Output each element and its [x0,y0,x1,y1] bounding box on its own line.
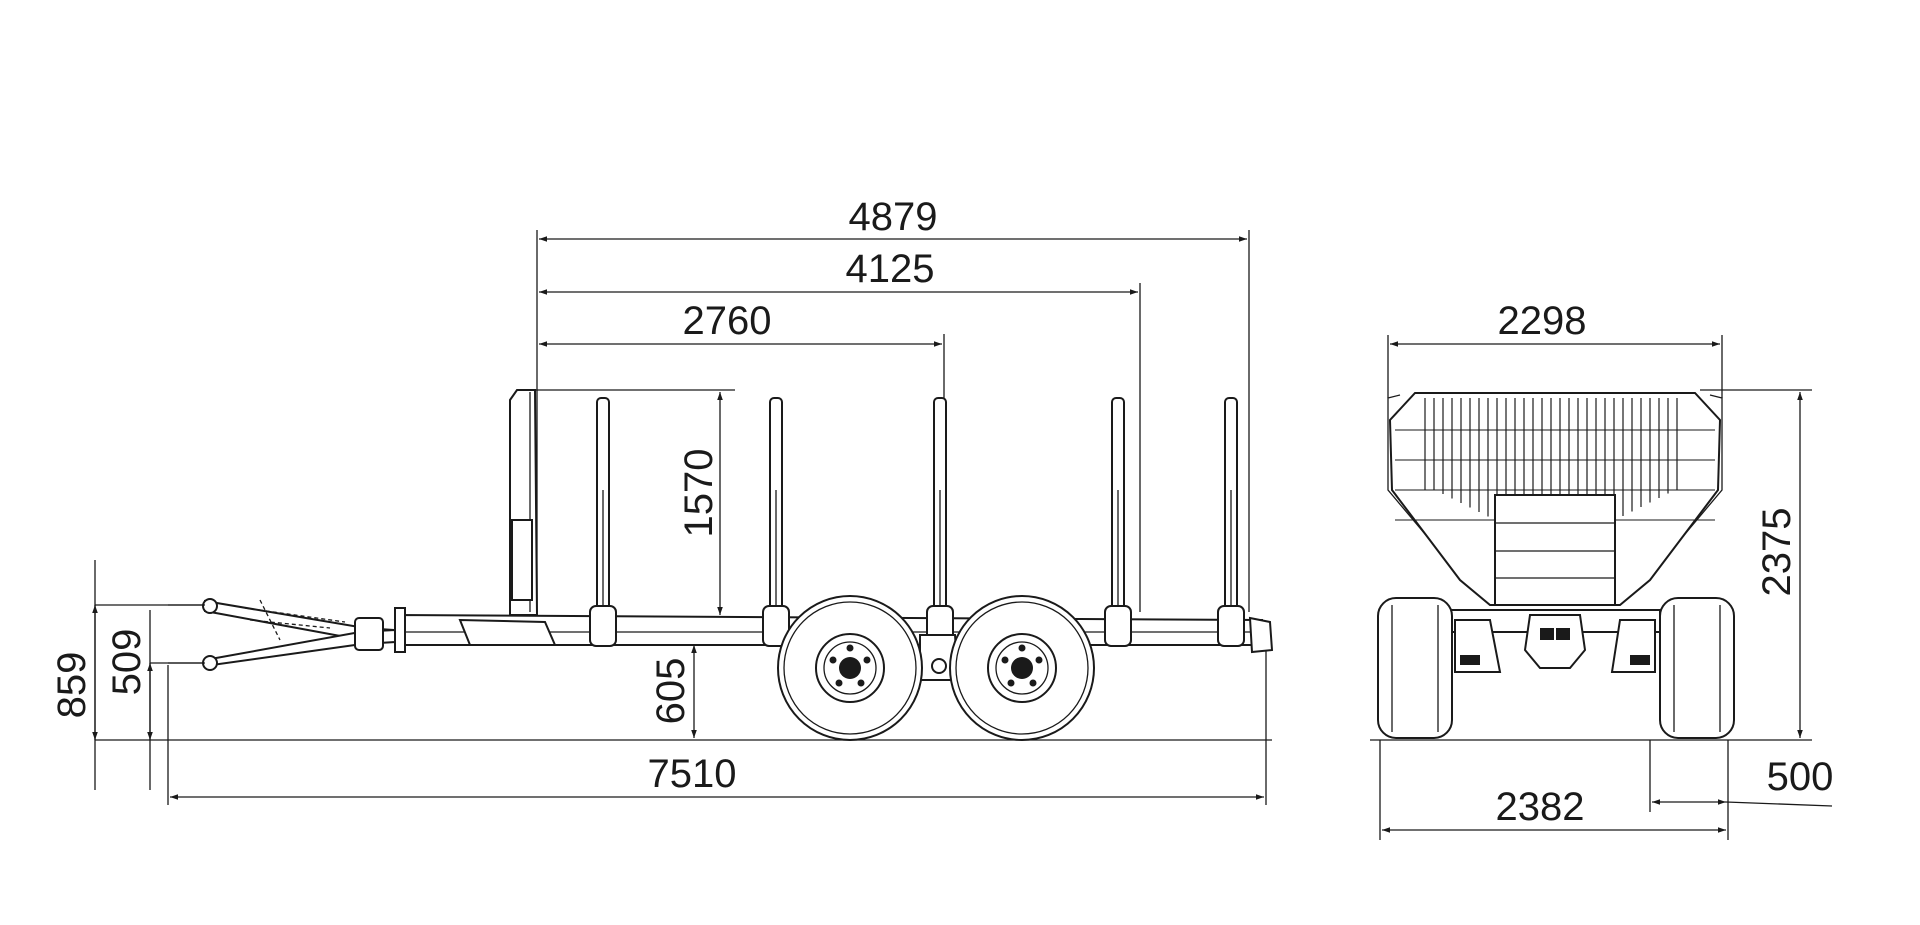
bunk-grid-lines [1395,398,1715,521]
bunk-grid [1387,392,1723,606]
dimension-859: 859 [50,560,205,790]
dim-text-2375: 2375 [1755,508,1799,597]
rear-view: 2298 2375 2382 500 [1370,299,1833,840]
dim-text-2382: 2382 [1496,785,1585,829]
headboard [509,389,539,616]
dimension-4879: 4879 [536,195,1250,612]
dim-text-509: 509 [105,629,149,696]
dim-text-859: 859 [50,652,94,719]
dimension-7510: 7510 [167,650,1267,805]
dimension-2298: 2298 [1387,299,1723,398]
wheel-front [777,595,923,741]
bunk-center-plate [1494,494,1616,606]
dimension-500: 500 [1649,740,1834,812]
dimension-2382: 2382 [1379,740,1729,840]
dim-text-2760: 2760 [683,299,772,343]
drawbar [168,598,396,671]
dim-text-4125: 4125 [846,247,935,291]
dimension-1570: 1570 [530,389,735,615]
dim-text-1570: 1570 [677,449,721,538]
stakes [589,397,1245,647]
axle-assembly [1449,609,1661,673]
dimension-2375: 2375 [1700,389,1812,741]
dim-text-500: 500 [1767,755,1834,799]
dimension-2760: 2760 [539,299,945,398]
rear-wheel-left [1377,597,1453,739]
dimension-605: 605 [649,645,697,738]
dim-text-4879: 4879 [849,195,938,239]
rear-wheel-right [1659,597,1735,739]
wheel-rear [949,595,1095,741]
dimension-509: 509 [105,610,205,790]
dim-text-605: 605 [649,658,693,725]
dimension-4125: 4125 [539,247,1141,612]
bogie [919,634,960,681]
side-view: 4879 4125 2760 1570 605 [50,195,1274,805]
dim-text-2298: 2298 [1498,299,1587,343]
dim-text-7510: 7510 [648,752,737,796]
